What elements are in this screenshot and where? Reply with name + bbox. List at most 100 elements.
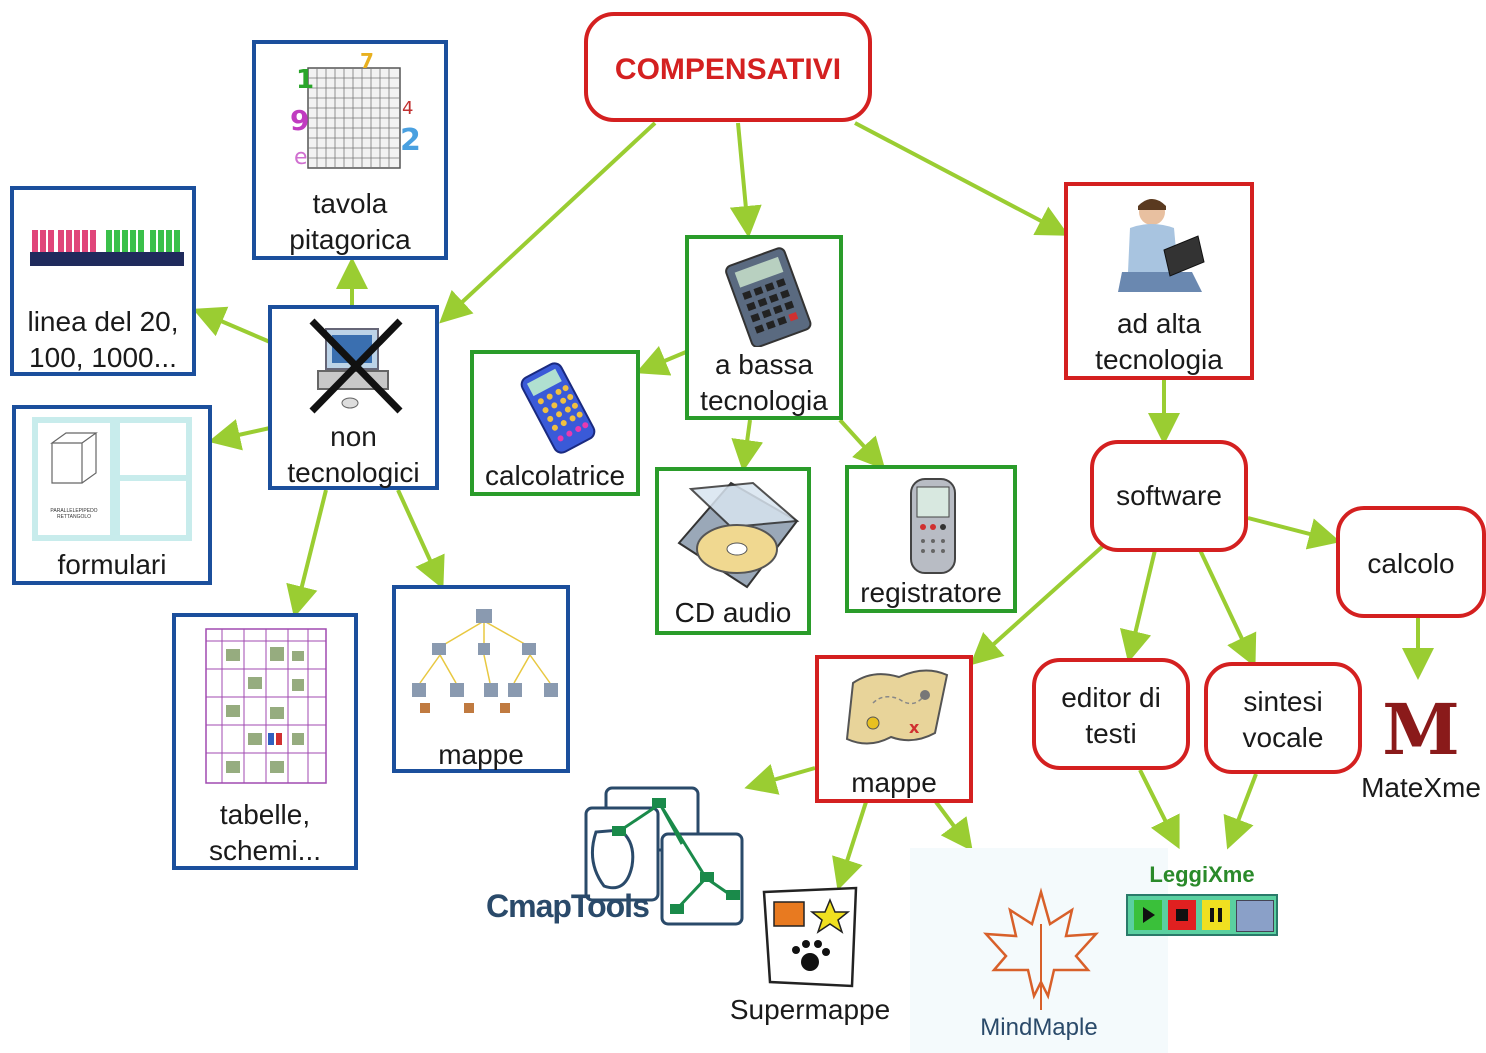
sintesi-label-1: sintesi [1243, 686, 1323, 717]
low-tech-label-2: tecnologia [700, 385, 828, 416]
node-calcolo[interactable]: calcolo [1336, 506, 1486, 618]
node-software[interactable]: software [1090, 440, 1248, 552]
low-tech-label-1: a bassa [714, 349, 814, 380]
sintesi-label-2: vocale [1242, 722, 1324, 753]
edge-lowtech-registratore [838, 418, 886, 470]
edge-sintesi-leggixme [1223, 773, 1258, 850]
calcolo-label: calcolo [1367, 548, 1455, 579]
cmaptools-logo[interactable]: CmapTools [486, 782, 746, 932]
mindmaple-label: MindMaple [980, 1014, 1098, 1041]
edge-mappe-cmaptools [744, 764, 816, 795]
svg-text:2: 2 [400, 123, 420, 158]
formulari-pic-caption: PARALLELEPIPEDO RETTANGOLO [50, 508, 98, 520]
node-sintesi-vocale[interactable]: sintesi vocale [1204, 662, 1362, 774]
non-tech-label-1: non [330, 421, 377, 452]
node-calcolatrice[interactable]: calcolatrice [470, 350, 640, 496]
tabelle-label-1: tabelle, [219, 799, 311, 830]
node-a-bassa-tecnologia[interactable]: a bassa tecnologia [685, 235, 843, 420]
svg-text:7: 7 [360, 52, 374, 73]
edge-mappe-mindmaple [934, 800, 973, 852]
abacus-line-icon [30, 230, 184, 266]
edge-software-mappe [970, 544, 1105, 666]
cmaptools-icon [584, 786, 744, 926]
svg-text:x: x [909, 718, 920, 737]
edge-lowtech-cd [731, 419, 764, 472]
edge-nontech-formulari [208, 419, 271, 451]
edge-nontech-tabelle [286, 489, 328, 618]
svg-text:e: e [294, 145, 308, 170]
tavola-label-1: tavola [312, 188, 388, 219]
svg-text:1: 1 [296, 65, 314, 95]
edge-mappe-supermappe [832, 801, 868, 891]
edge-editor-leggixme [1138, 769, 1180, 850]
edge-nontech-linea [192, 306, 271, 344]
cd-icon [677, 481, 800, 589]
edge-software-calcolo [1247, 516, 1341, 550]
edge-root-lowtech [729, 122, 762, 238]
crossed-computer-icon [309, 318, 403, 414]
node-tabelle-schemi[interactable]: tabelle, schemi... [172, 613, 358, 870]
high-tech-label-2: tecnologia [1095, 344, 1223, 375]
tavola-label-2: pitagorica [289, 224, 411, 255]
node-mappe-non-tech[interactable]: mappe [392, 585, 570, 773]
tabelle-label-2: schemi... [208, 835, 322, 866]
linea-label-2: 100, 1000... [29, 342, 177, 373]
calculator-icon [520, 362, 596, 454]
non-tech-label-2: tecnologici [287, 457, 420, 488]
node-cd-audio[interactable]: CD audio [655, 467, 811, 635]
edge-software-sintesi [1198, 549, 1257, 668]
root-node[interactable]: COMPENSATIVI [584, 12, 872, 122]
concept-map-thumbnail-icon [412, 609, 558, 713]
edge-root-nontech [439, 121, 657, 324]
treasure-map-icon: x [845, 669, 949, 745]
matexme-m-icon: M [1382, 688, 1460, 771]
calcolatrice-label: calcolatrice [484, 460, 626, 491]
formulari-label: formulari [57, 549, 167, 580]
leggixme-logo[interactable]: LeggiXme [1126, 862, 1278, 938]
pause-icon[interactable] [1202, 900, 1230, 930]
node-formulari[interactable]: PARALLELEPIPEDO RETTANGOLO formulari [12, 405, 212, 585]
book-icon[interactable] [1236, 900, 1274, 932]
cd-audio-label: CD audio [674, 597, 792, 628]
node-ad-alta-tecnologia[interactable]: ad alta tecnologia [1064, 182, 1254, 380]
cube-icon [50, 432, 98, 484]
node-registratore[interactable]: registratore [845, 465, 1017, 613]
software-label: software [1116, 480, 1222, 511]
svg-text:4: 4 [402, 98, 413, 119]
mappe-software-label: mappe [851, 767, 937, 798]
root-label: COMPENSATIVI [614, 53, 842, 86]
formulari-sheet-icon: PARALLELEPIPEDO RETTANGOLO [32, 417, 192, 541]
maple-leaf-icon [982, 887, 1100, 1010]
voice-recorder-icon [910, 478, 956, 574]
person-with-laptop-icon [1118, 199, 1205, 292]
matexme-logo[interactable]: M MateXme [1356, 690, 1486, 820]
play-icon[interactable] [1134, 900, 1162, 930]
edge-lowtech-calcolatrice [635, 345, 687, 376]
node-editor-di-testi[interactable]: editor di testi [1032, 658, 1190, 770]
edge-root-hightech [854, 121, 1070, 236]
mindmaple-logo[interactable]: MindMaple [910, 848, 1168, 1053]
linea-label-1: linea del 20, [27, 306, 179, 337]
registratore-label: registratore [860, 577, 1002, 608]
matexme-label: MateXme [1361, 772, 1481, 803]
edge-nontech-mappe [396, 489, 445, 590]
leggixme-toolbar [1126, 894, 1278, 936]
table-grid-icon [205, 628, 327, 784]
node-tavola-pitagorica[interactable]: 1 9 e 7 2 4 tavola pitagorica [252, 40, 448, 260]
edge-software-editor [1119, 549, 1157, 663]
editor-label-2: testi [1085, 718, 1137, 749]
node-mappe-software[interactable]: x mappe [815, 655, 973, 803]
multiplication-table-icon: 1 9 e 7 2 4 [290, 52, 420, 170]
supermappe-icon [762, 886, 858, 988]
node-linea-del-20[interactable]: linea del 20, 100, 1000... [10, 186, 196, 376]
stop-icon[interactable] [1168, 900, 1196, 930]
node-non-tecnologici[interactable]: non tecnologici [268, 305, 439, 490]
cmaptools-label: CmapTools [486, 888, 650, 924]
high-tech-label-1: ad alta [1116, 308, 1202, 339]
supermappe-label: Supermappe [729, 994, 891, 1025]
svg-text:9: 9 [290, 104, 309, 137]
supermappe-logo[interactable]: Supermappe [720, 886, 900, 1036]
mappe-non-tech-label: mappe [438, 739, 524, 770]
editor-label-1: editor di [1061, 682, 1161, 713]
